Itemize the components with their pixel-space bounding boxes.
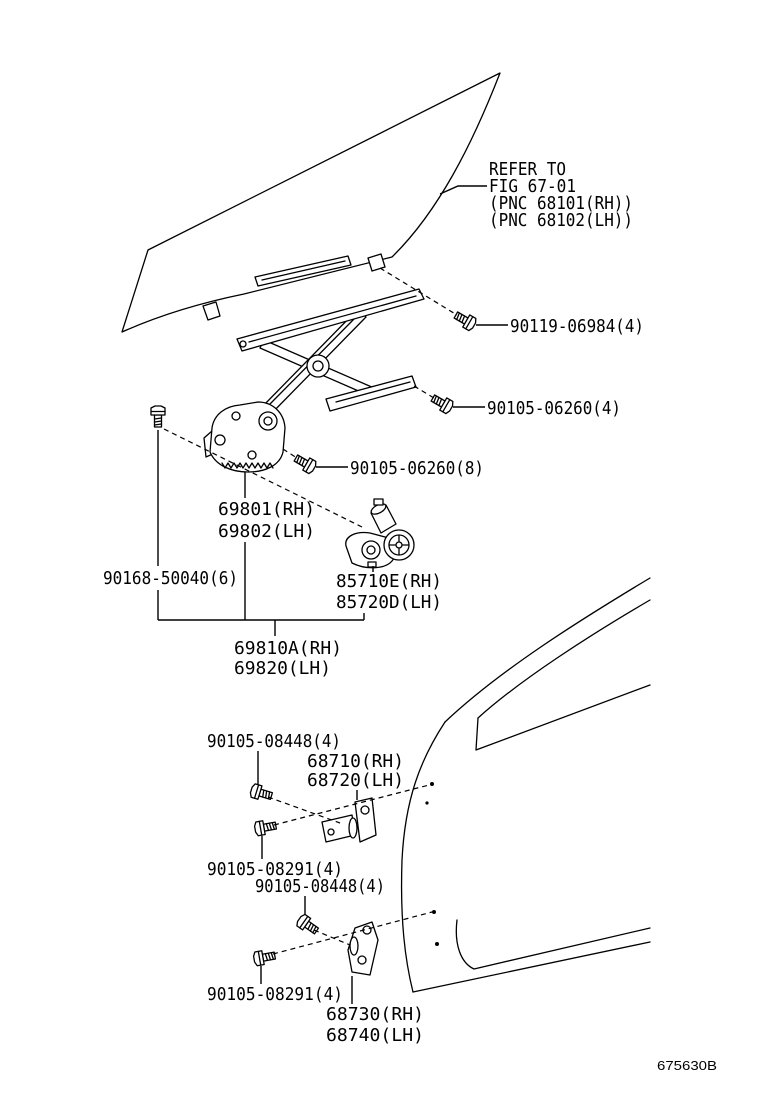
door-frame-inner [477,599,651,719]
lower-rail-bolt [428,391,456,416]
dashed-line [267,796,341,824]
hinge-hole [357,955,367,965]
upper-hinge-bolt-top-label: 90105-08448(4) [207,731,341,752]
door-mount-hole [435,942,439,946]
motor-label-lh: 85720D(LH) [336,592,442,613]
glass-reference-label: FIG 67-01 [489,176,576,197]
regulator-pivot-center [312,360,324,372]
glass-channel-groove [261,260,346,281]
hinge-plate [347,921,379,976]
motor-gear-hub [395,541,403,549]
upper-hinge-bolt-bottom-label: 90105-08291(4) [207,859,343,880]
window-glass [121,72,501,333]
upper-hinge [321,797,377,843]
assembly-label-lh: 69820(LH) [234,658,331,679]
lower-hinge-bolt-bottom-label: 90105-08291(4) [207,984,343,1005]
hinge-plate [354,797,377,843]
sector-gear-teeth [221,462,274,469]
hinge-knuckle [349,936,359,956]
upper-rail-end [239,340,247,348]
door-mount-hole [425,801,429,805]
regulator-label-rh: 69801(RH) [218,499,315,520]
dashed-line [313,929,351,946]
sector-bolt [291,451,319,476]
lower-rail-groove [335,381,411,403]
regulator-sector-plate [203,401,286,473]
glass-reference-label: (PNC 68102(LH)) [489,210,633,231]
motor-connector [373,498,384,506]
door-bottom-edge [412,941,651,993]
window-regulator [236,288,425,417]
dashed-line [282,448,298,459]
motor-nub [367,561,377,568]
glass-outline [121,72,501,333]
upper-hinge-label-lh: 68720(LH) [307,770,404,791]
sector-hole [247,450,257,460]
glass-clip-left [202,301,221,321]
assembly-label-rh: 69810A(RH) [234,638,342,659]
glass-clip-right [367,253,386,272]
lower-hinge [347,921,379,976]
door-mount-hole [430,782,434,786]
glass-reference-label: REFER TO [489,159,566,180]
glass-reference-label: (PNC 68101(RH)) [489,193,633,214]
figure-code: 675630B [657,1058,717,1073]
lower-hinge-label-lh: 68740(LH) [326,1025,424,1046]
regulator-motor [345,498,415,569]
upper-hinge-bolt-bottom [253,818,278,837]
hinge-hole [360,805,370,815]
lower-rail-bolt-label: 90105-06260(4) [487,398,621,419]
dashed-line [379,267,458,316]
lower-hinge-bolt-top-label: 90105-08448(4) [255,876,385,897]
motor-bolt-label: 90168-50040(6) [103,568,238,589]
sector-bolt-label: 90105-06260(8) [350,458,484,479]
door-front-edge [400,721,446,993]
upper-hinge-bolt-top [248,782,275,804]
lower-hinge-bolt-bottom [252,948,277,967]
door-outline [400,577,651,993]
sector-hole [231,411,241,421]
lower-hinge-label-rh: 68730(RH) [326,1004,424,1025]
motor-bolt [150,405,166,428]
motor-gear-spokes [388,534,410,556]
glass-reference-leader [439,185,487,195]
dashed-line [272,911,433,955]
door-frame-outer [444,577,651,723]
lower-hinge-bolt-top [294,912,322,938]
hinge-hole [327,828,335,836]
motor-output-center [366,545,376,555]
upper-rail-bolt [451,308,479,333]
dashed-line [413,385,435,399]
motor-label-rh: 85710E(RH) [336,571,442,592]
sector-pivot-center [263,416,273,426]
door-inner-panel [455,919,651,970]
hinge-knuckle [348,817,358,839]
upper-hinge-label-rh: 68710(RH) [307,751,404,772]
sector-hole [214,434,226,446]
door-window-corner [475,684,651,751]
door-mount-hole [432,910,436,914]
dashed-line [163,428,363,528]
upper-rail-bolt-label: 90119-06984(4) [510,316,644,337]
upper-rail-groove [248,295,417,343]
regulator-label-lh: 69802(LH) [218,521,315,542]
